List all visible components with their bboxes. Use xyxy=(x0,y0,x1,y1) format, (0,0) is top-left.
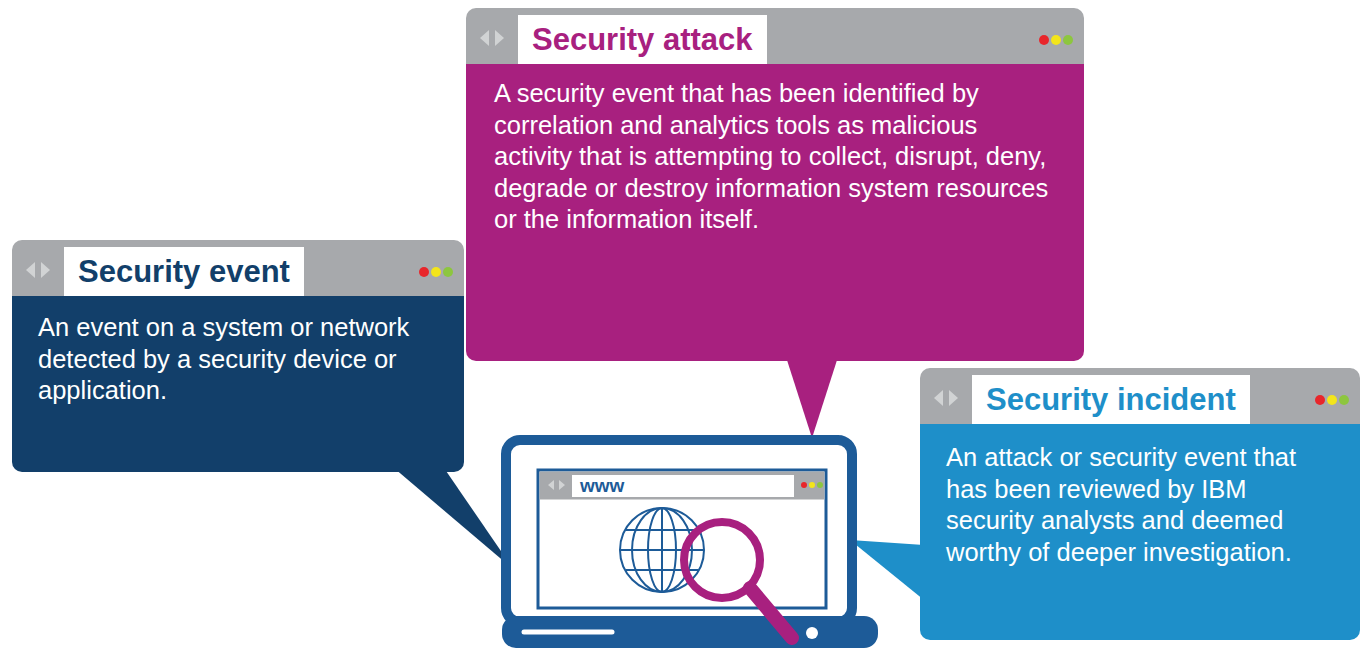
callout-title: Security event xyxy=(64,247,304,296)
callout-title: Security incident xyxy=(972,375,1250,424)
window-header: Security incident xyxy=(920,368,1360,424)
callout-title: Security attack xyxy=(518,15,767,64)
callout-tail xyxy=(394,468,514,570)
callout-tail xyxy=(786,357,838,438)
event-callout: Security eventAn event on a system or ne… xyxy=(12,240,464,472)
callout-body: An event on a system or network detected… xyxy=(12,296,464,472)
address-text: www xyxy=(580,475,624,497)
incident-callout: Security incidentAn attack or security e… xyxy=(920,368,1360,640)
attack-callout: Security attackA security event that has… xyxy=(466,8,1084,361)
callout-tail xyxy=(850,540,924,600)
callout-body: A security event that has been identifie… xyxy=(466,64,1084,361)
window-header: Security attack xyxy=(466,8,1084,64)
callout-body: An attack or security event that has bee… xyxy=(920,424,1360,640)
laptop-illustration xyxy=(502,440,878,648)
window-header: Security event xyxy=(12,240,464,296)
